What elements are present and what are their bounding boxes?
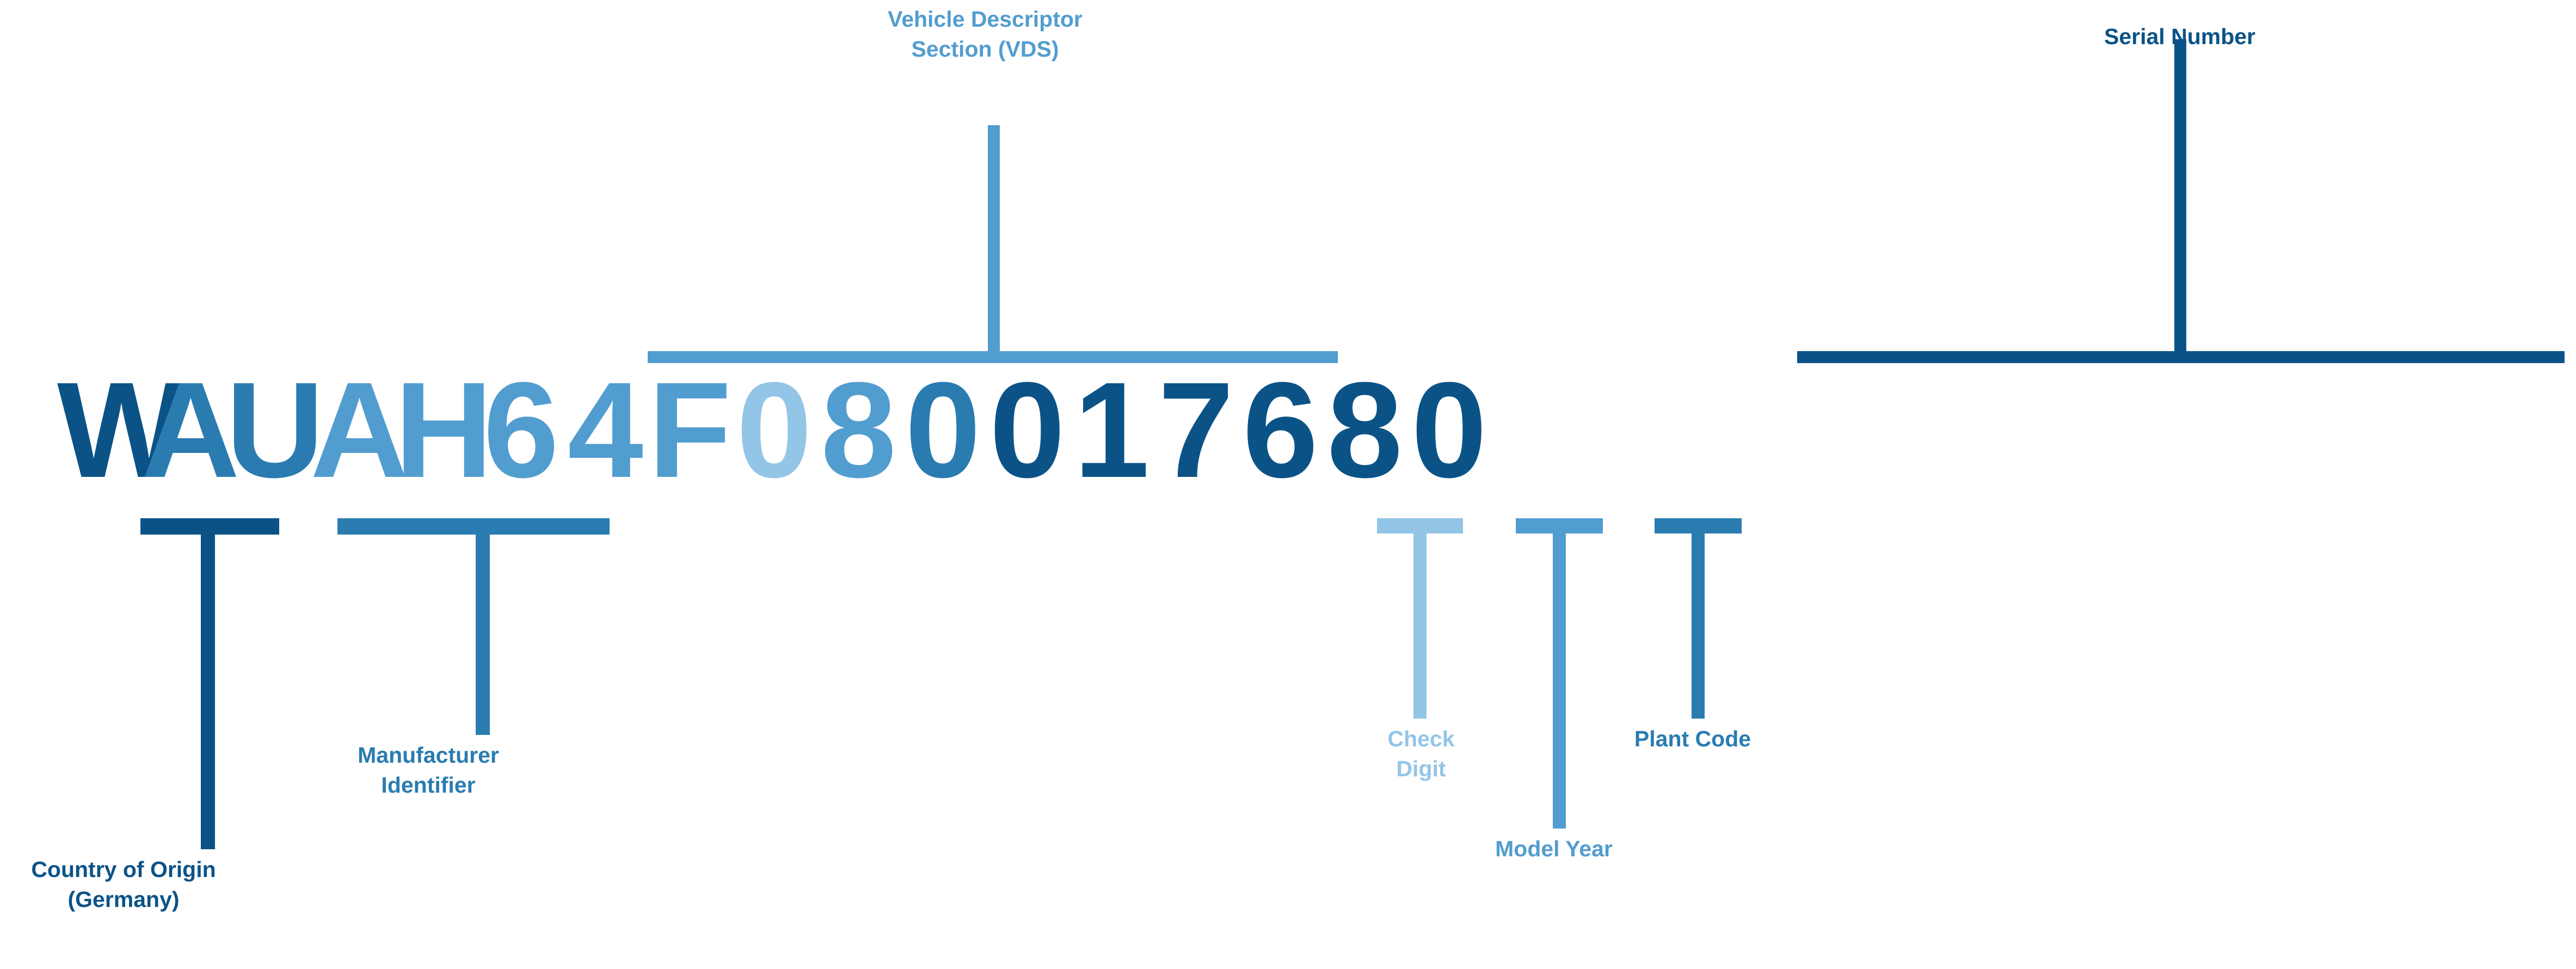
segment-label-check-digit: Check Digit <box>1387 726 1455 781</box>
vin-character: H <box>395 354 493 506</box>
bracket-bar <box>337 518 610 535</box>
vin-character: 6 <box>1242 354 1319 506</box>
vin-character: 8 <box>1326 354 1403 506</box>
vin-character: F <box>648 354 731 506</box>
bracket-bar <box>1655 518 1742 533</box>
bracket-bar <box>1377 518 1463 533</box>
vin-character: W <box>57 354 186 506</box>
bracket-stem <box>1413 518 1427 719</box>
segment-label-plant-code: Plant Code <box>1634 726 1751 751</box>
segment-label-model-year: Model Year <box>1495 836 1613 861</box>
vin-character: 4 <box>567 354 644 506</box>
vin-character: U <box>226 354 324 506</box>
bracket-stem <box>1553 518 1566 829</box>
bracket-stem <box>1692 518 1705 719</box>
bracket-bar <box>140 518 279 535</box>
vin-character: 7 <box>1158 354 1234 506</box>
vin-character: 0 <box>989 354 1066 506</box>
vin-character: A <box>310 354 409 506</box>
vin-character: 0 <box>736 354 813 506</box>
vin-character: 0 <box>1411 354 1487 506</box>
bracket-stem <box>201 518 215 849</box>
vin-character: 1 <box>1073 354 1150 506</box>
bracket-stem <box>988 125 1000 363</box>
segment-label-manufacturer-identifier: Manufacturer Identifier <box>358 743 499 798</box>
bracket-stem <box>2174 39 2186 363</box>
segment-label-country-of-origin: Country of Origin (Germany) <box>31 857 216 912</box>
vin-character: 0 <box>905 354 981 506</box>
bracket-bar <box>1516 518 1603 533</box>
segment-label-serial-number: Serial Number <box>2104 24 2255 49</box>
bracket-stem <box>476 518 490 735</box>
vin-character: A <box>142 354 240 506</box>
segment-label-vehicle-descriptor-section: Vehicle Descriptor Section (VDS) <box>888 7 1083 62</box>
vin-character: 6 <box>483 354 560 506</box>
vin-character: 8 <box>820 354 897 506</box>
